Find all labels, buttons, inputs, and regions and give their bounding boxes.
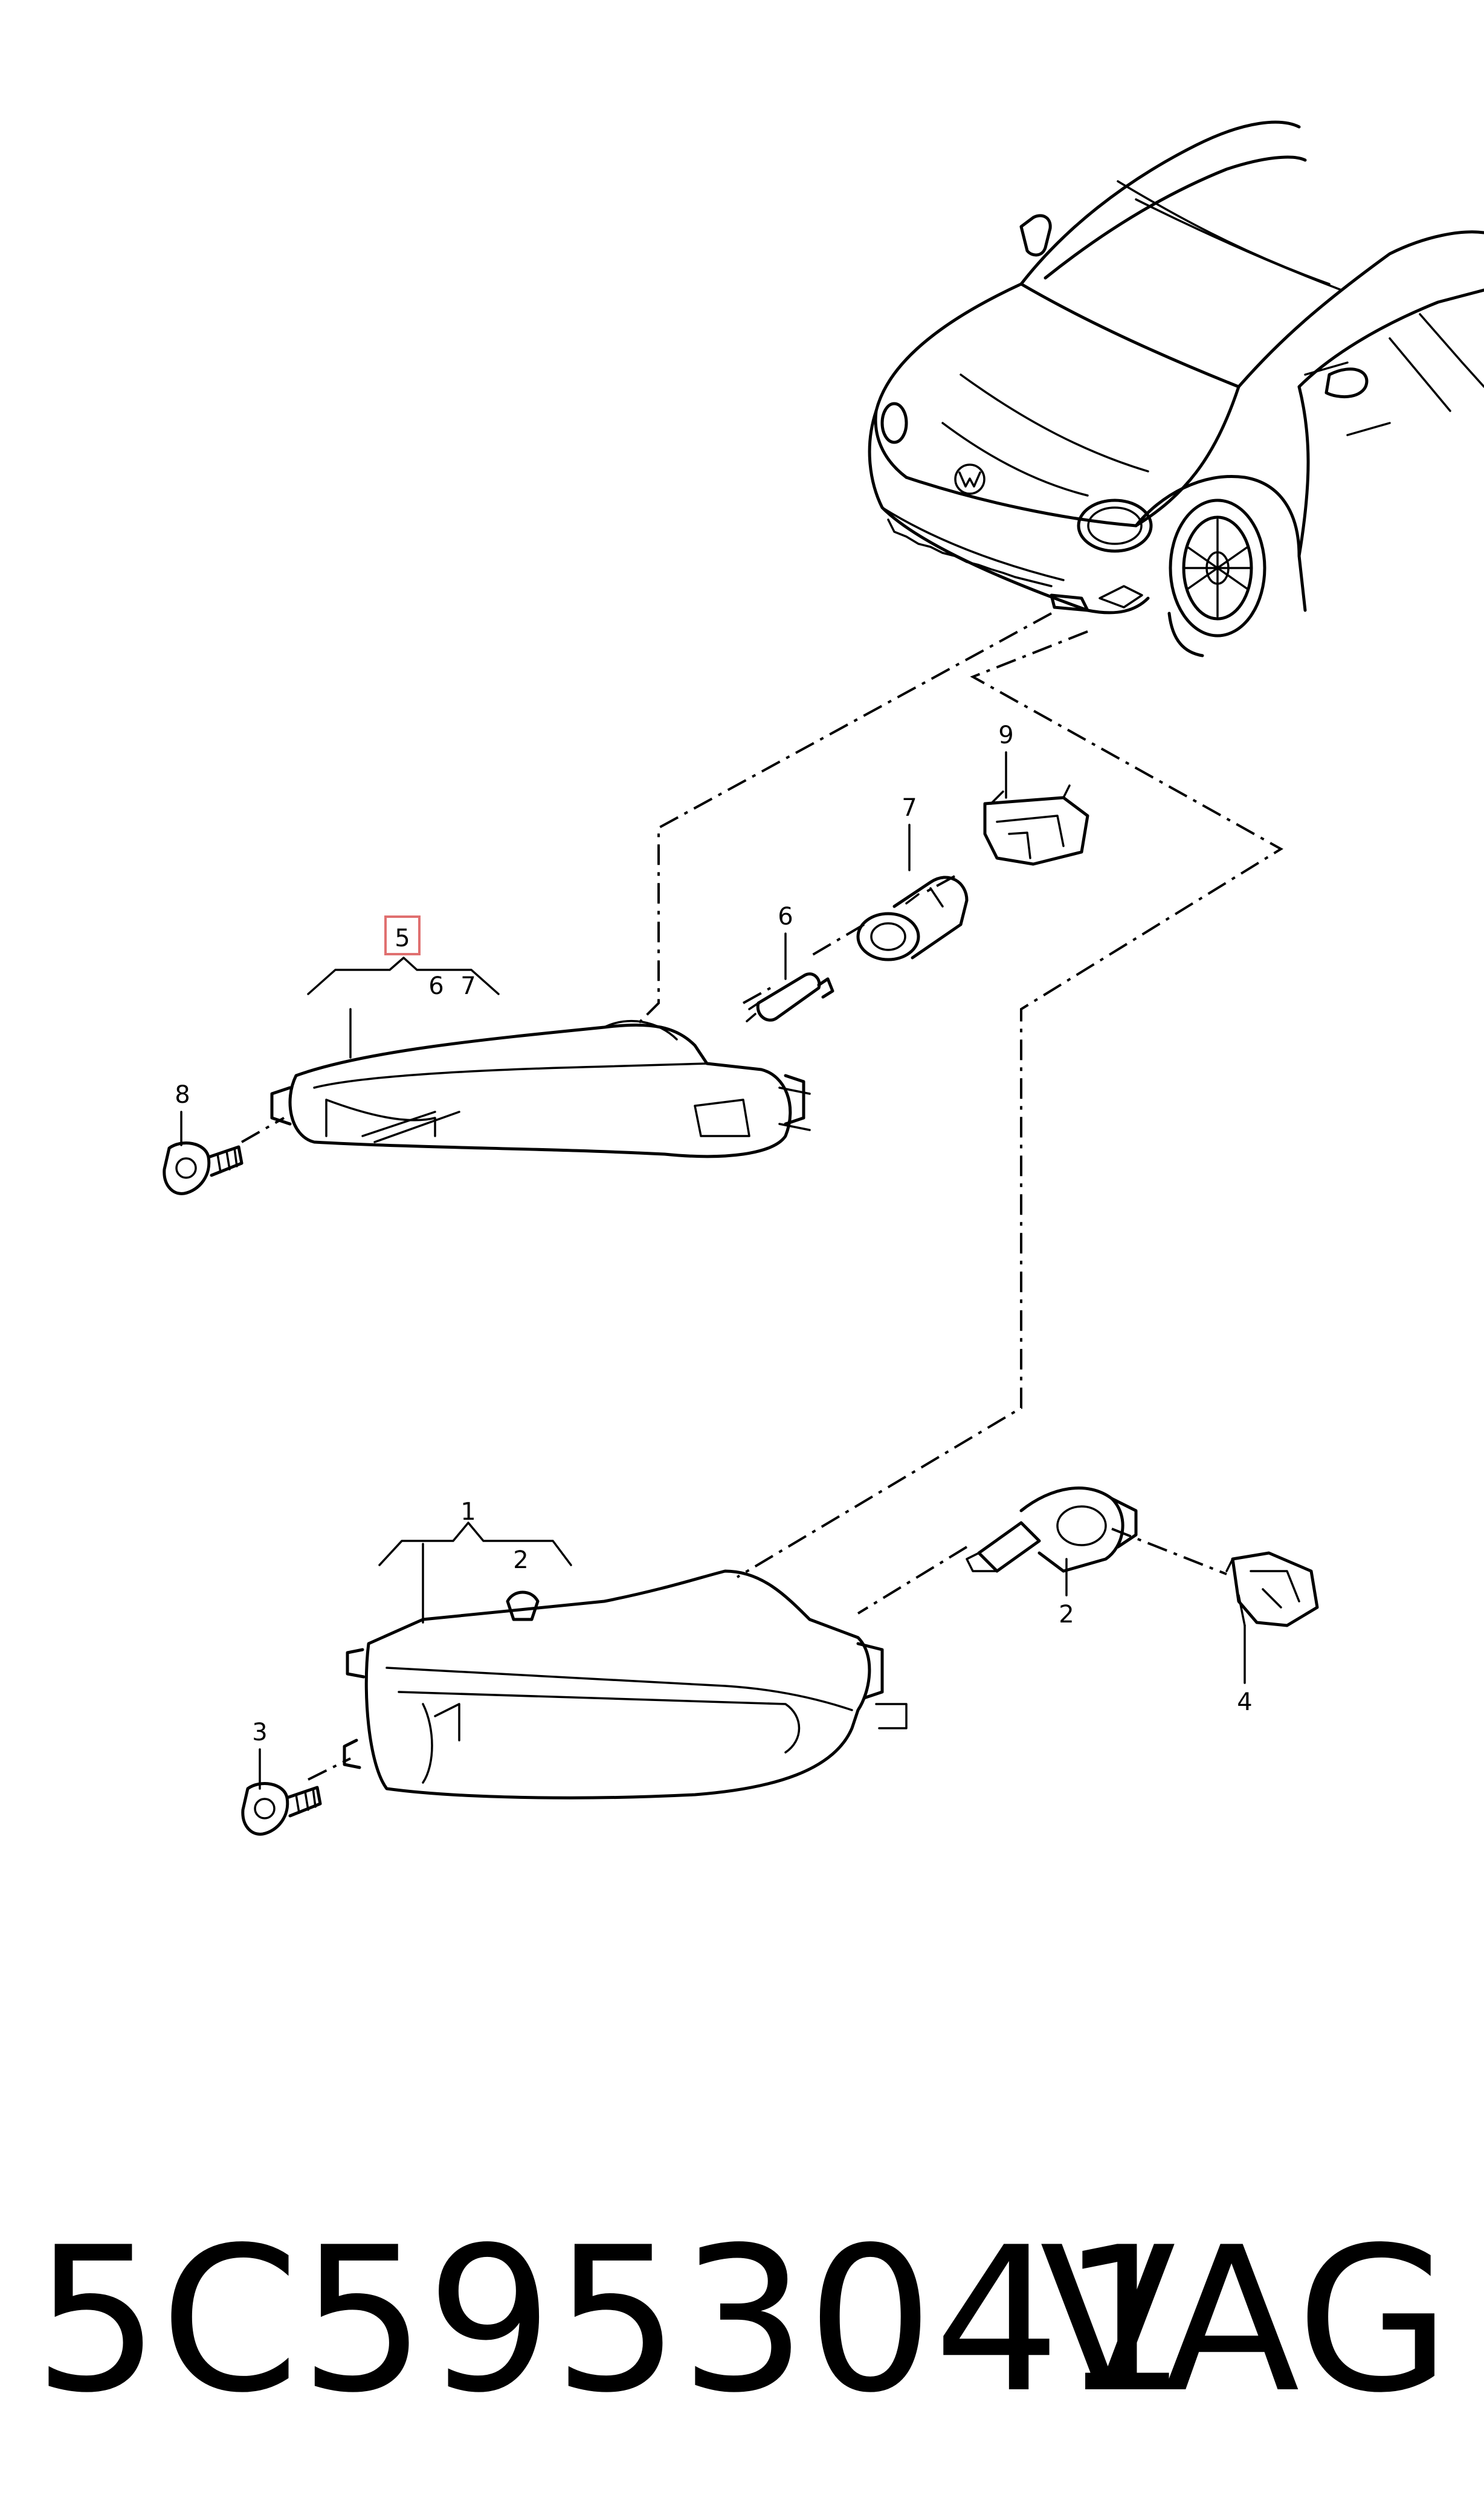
callout-2-bulb: 2 xyxy=(1059,1601,1074,1629)
callout-5: 5 xyxy=(395,925,410,952)
callout-4: 4 xyxy=(1237,1688,1252,1716)
callout-6-group: 6 xyxy=(428,972,444,1000)
footer: 5C5953041 VAG xyxy=(0,2194,1484,2447)
callout-leaders xyxy=(180,751,1246,1790)
upper-connector-9 xyxy=(983,784,1089,866)
upper-lamp-housing xyxy=(270,1019,811,1158)
callout-5-highlight xyxy=(384,915,421,955)
lower-bulb-2 xyxy=(966,1487,1138,1573)
upper-socket-7 xyxy=(856,876,969,961)
callout-9: 9 xyxy=(998,722,1013,749)
upper-bulb-6 xyxy=(746,972,834,1022)
lower-connector-4 xyxy=(1225,1551,1319,1627)
callout-2-group: 2 xyxy=(513,1546,528,1574)
lower-lamp-housing xyxy=(343,1569,908,1800)
callout-7-socket: 7 xyxy=(902,794,917,822)
callout-8: 8 xyxy=(175,1081,190,1109)
part-number: 5C5953041 xyxy=(33,2204,1188,2436)
upper-screw xyxy=(163,1141,244,1195)
lower-screw xyxy=(241,1782,322,1836)
vehicle-front-view xyxy=(868,120,1484,657)
callout-1: 1 xyxy=(460,1498,476,1526)
callout-6-bulb: 6 xyxy=(778,903,793,931)
callout-3: 3 xyxy=(252,1719,267,1746)
callout-7-group: 7 xyxy=(460,972,476,1000)
brand-label: VAG xyxy=(1039,2204,1451,2436)
leader-lines xyxy=(241,612,1283,1781)
